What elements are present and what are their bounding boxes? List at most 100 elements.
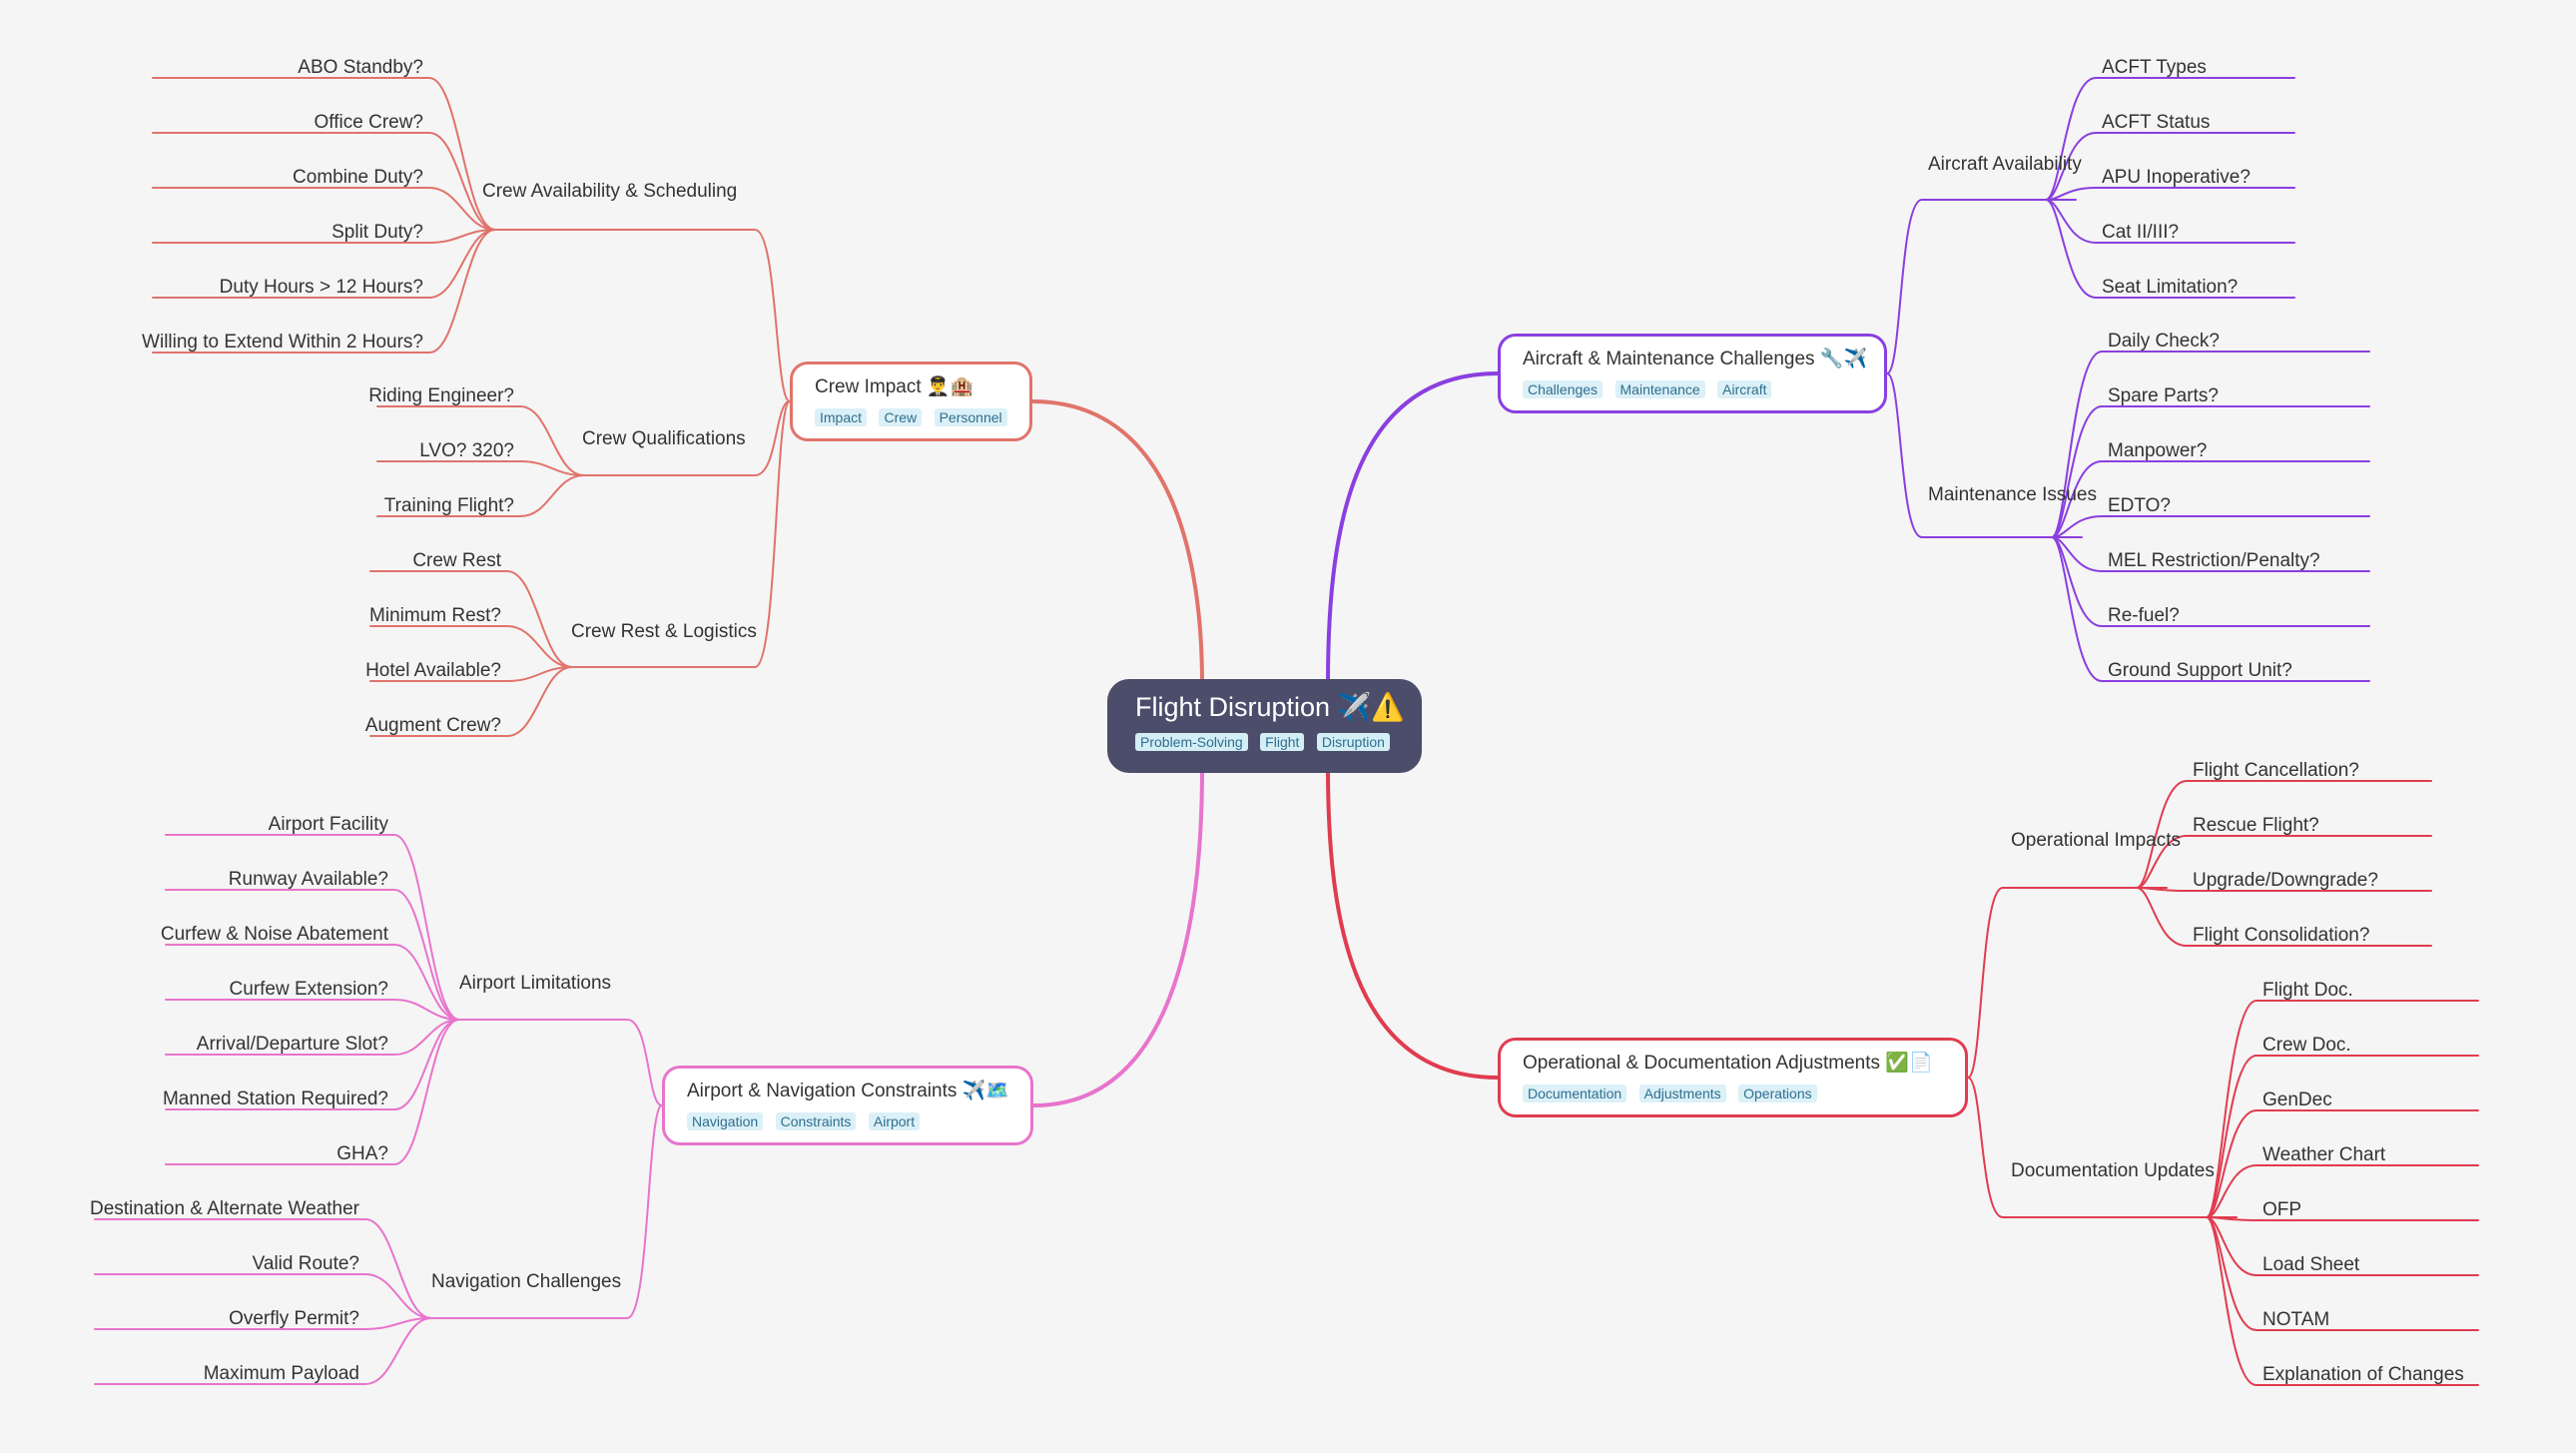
- leaf-manned-station-required[interactable]: Manned Station Required?: [162, 1089, 388, 1109]
- leaf-gha[interactable]: GHA?: [336, 1143, 388, 1164]
- leaf-maximum-payload[interactable]: Maximum Payload: [203, 1363, 359, 1384]
- leaf-weather-chart[interactable]: Weather Chart: [2262, 1144, 2386, 1165]
- leaf-gendec[interactable]: GenDec: [2262, 1090, 2332, 1110]
- leaf-abo-standby[interactable]: ABO Standby?: [298, 57, 423, 78]
- leaf-manpower[interactable]: Manpower?: [2108, 440, 2208, 461]
- connector-line: [94, 1273, 432, 1319]
- leaf-hotel-available[interactable]: Hotel Available?: [365, 660, 501, 681]
- branch-tags: Challenges Maintenance Aircraft: [1523, 380, 1862, 399]
- leaf-flight-doc[interactable]: Flight Doc.: [2262, 980, 2353, 1001]
- tag-adjustments[interactable]: Adjustments: [1638, 1085, 1726, 1102]
- connector-line: [94, 1317, 432, 1385]
- leaf-seat-limitation[interactable]: Seat Limitation?: [2102, 277, 2239, 298]
- leaf-overfly-permit[interactable]: Overfly Permit?: [229, 1308, 359, 1329]
- leaf-training-flight[interactable]: Training Flight?: [383, 495, 514, 516]
- group-airport-limitations[interactable]: Airport Limitations: [459, 973, 612, 994]
- leaf-split-duty[interactable]: Split Duty?: [331, 222, 423, 243]
- leaf-office-crew[interactable]: Office Crew?: [314, 112, 423, 133]
- leaf-re-fuel[interactable]: Re-fuel?: [2108, 605, 2180, 626]
- root-node[interactable]: Flight Disruption ✈️⚠️ Problem-Solving F…: [1107, 679, 1422, 773]
- leaf-daily-check[interactable]: Daily Check?: [2108, 331, 2220, 352]
- connector-line: [2045, 199, 2295, 299]
- branch-crew-impact[interactable]: Crew Impact 👨‍✈️🏨 Impact Crew Personnel: [790, 362, 1032, 441]
- tag-documentation[interactable]: Documentation: [1523, 1085, 1627, 1102]
- connector-line: [376, 474, 585, 517]
- tag-disruption[interactable]: Disruption: [1316, 733, 1390, 751]
- branch-airport-navigation[interactable]: Airport & Navigation Constraints ✈️🗺️ Na…: [662, 1066, 1033, 1145]
- leaf-apu-inoperative[interactable]: APU Inoperative?: [2102, 167, 2251, 188]
- leaf-spare-parts[interactable]: Spare Parts?: [2108, 385, 2219, 406]
- group-documentation-updates[interactable]: Documentation Updates: [2011, 1160, 2215, 1181]
- tag-constraints[interactable]: Constraints: [775, 1112, 857, 1130]
- group-crew-availability-scheduling[interactable]: Crew Availability & Scheduling: [482, 181, 738, 202]
- group-operational-impacts[interactable]: Operational Impacts: [2011, 830, 2182, 851]
- leaf-minimum-rest[interactable]: Minimum Rest?: [369, 605, 501, 626]
- connector-line: [2206, 1164, 2479, 1218]
- leaf-lvo-320[interactable]: LVO? 320?: [419, 440, 514, 461]
- connector-line: [2206, 1216, 2479, 1221]
- connector-line: [369, 570, 573, 668]
- leaf-rescue-flight[interactable]: Rescue Flight?: [2193, 815, 2319, 836]
- leaf-ofp[interactable]: OFP: [2262, 1199, 2302, 1220]
- tag-navigation[interactable]: Navigation: [687, 1112, 764, 1130]
- group-crew-rest-logistics[interactable]: Crew Rest & Logistics: [571, 621, 757, 642]
- leaf-acft-status[interactable]: ACFT Status: [2102, 112, 2211, 133]
- leaf-duty-hours-12-hours[interactable]: Duty Hours > 12 Hours?: [219, 277, 423, 298]
- leaf-riding-engineer[interactable]: Riding Engineer?: [368, 385, 514, 406]
- connector-line: [1967, 1077, 2238, 1218]
- leaf-curfew-extension[interactable]: Curfew Extension?: [229, 979, 388, 1000]
- connector-line: [2045, 132, 2295, 201]
- leaf-combine-duty[interactable]: Combine Duty?: [293, 167, 423, 188]
- connector-line: [165, 1019, 460, 1056]
- leaf-acft-types[interactable]: ACFT Types: [2102, 57, 2207, 78]
- group-aircraft-availability[interactable]: Aircraft Availability: [1928, 154, 2082, 175]
- leaf-flight-cancellation[interactable]: Flight Cancellation?: [2193, 760, 2359, 781]
- leaf-arrival-departure-slot[interactable]: Arrival/Departure Slot?: [196, 1034, 388, 1055]
- leaf-notam[interactable]: NOTAM: [2262, 1309, 2330, 1330]
- connector-line: [94, 1218, 432, 1319]
- leaf-destination-alternate-weather[interactable]: Destination & Alternate Weather: [89, 1198, 359, 1219]
- group-crew-qualifications[interactable]: Crew Qualifications: [582, 428, 746, 449]
- tag-problem-solving[interactable]: Problem-Solving: [1135, 733, 1248, 751]
- connector-line: [2136, 887, 2432, 892]
- leaf-edto[interactable]: EDTO?: [2108, 495, 2172, 516]
- connector-line: [152, 229, 496, 244]
- tag-maintenance[interactable]: Maintenance: [1614, 380, 1705, 398]
- branch-aircraft-maintenance[interactable]: Aircraft & Maintenance Challenges 🔧✈️ Ch…: [1498, 334, 1887, 413]
- tag-operations[interactable]: Operations: [1738, 1085, 1817, 1102]
- leaf-valid-route[interactable]: Valid Route?: [252, 1253, 359, 1274]
- leaf-ground-support-unit[interactable]: Ground Support Unit?: [2108, 660, 2292, 681]
- leaf-load-sheet[interactable]: Load Sheet: [2262, 1254, 2360, 1275]
- connector-line: [494, 229, 791, 402]
- leaf-willing-to-extend-within-2-hours[interactable]: Willing to Extend Within 2 Hours?: [142, 332, 423, 353]
- leaf-flight-consolidation[interactable]: Flight Consolidation?: [2193, 925, 2370, 946]
- group-navigation-challenges[interactable]: Navigation Challenges: [431, 1271, 622, 1292]
- connector-line: [2136, 780, 2432, 889]
- leaf-augment-crew[interactable]: Augment Crew?: [364, 715, 501, 736]
- connector-line: [165, 944, 460, 1021]
- connector-line: [2206, 1109, 2479, 1218]
- leaf-airport-facility[interactable]: Airport Facility: [268, 814, 388, 835]
- connector-line: [152, 132, 496, 231]
- tag-personnel[interactable]: Personnel: [934, 408, 1007, 426]
- tag-flight[interactable]: Flight: [1260, 733, 1305, 751]
- leaf-mel-restriction-penalty[interactable]: MEL Restriction/Penalty?: [2108, 550, 2320, 571]
- leaf-runway-available[interactable]: Runway Available?: [228, 869, 388, 890]
- tag-challenges[interactable]: Challenges: [1523, 380, 1604, 398]
- tag-airport[interactable]: Airport: [868, 1112, 921, 1130]
- leaf-crew-doc[interactable]: Crew Doc.: [2262, 1035, 2351, 1056]
- branch-title: Operational & Documentation Adjustments …: [1523, 1053, 1933, 1074]
- tag-impact[interactable]: Impact: [815, 408, 868, 426]
- leaf-crew-rest[interactable]: Crew Rest: [412, 550, 501, 571]
- branch-operational-documentation[interactable]: Operational & Documentation Adjustments …: [1498, 1038, 1968, 1117]
- leaf-cat-ii-iii[interactable]: Cat II/III?: [2102, 222, 2180, 243]
- group-maintenance-issues[interactable]: Maintenance Issues: [1928, 484, 2097, 505]
- leaf-curfew-noise-abatement[interactable]: Curfew & Noise Abatement: [160, 924, 388, 945]
- connector-line: [2051, 536, 2370, 682]
- connector-line: [1030, 399, 1204, 686]
- tag-crew[interactable]: Crew: [879, 408, 923, 426]
- leaf-upgrade-downgrade[interactable]: Upgrade/Downgrade?: [2193, 870, 2378, 891]
- tag-aircraft[interactable]: Aircraft: [1717, 380, 1772, 398]
- root-tags: Problem-Solving Flight Disruption: [1135, 733, 1394, 752]
- leaf-explanation-of-changes[interactable]: Explanation of Changes: [2262, 1364, 2464, 1385]
